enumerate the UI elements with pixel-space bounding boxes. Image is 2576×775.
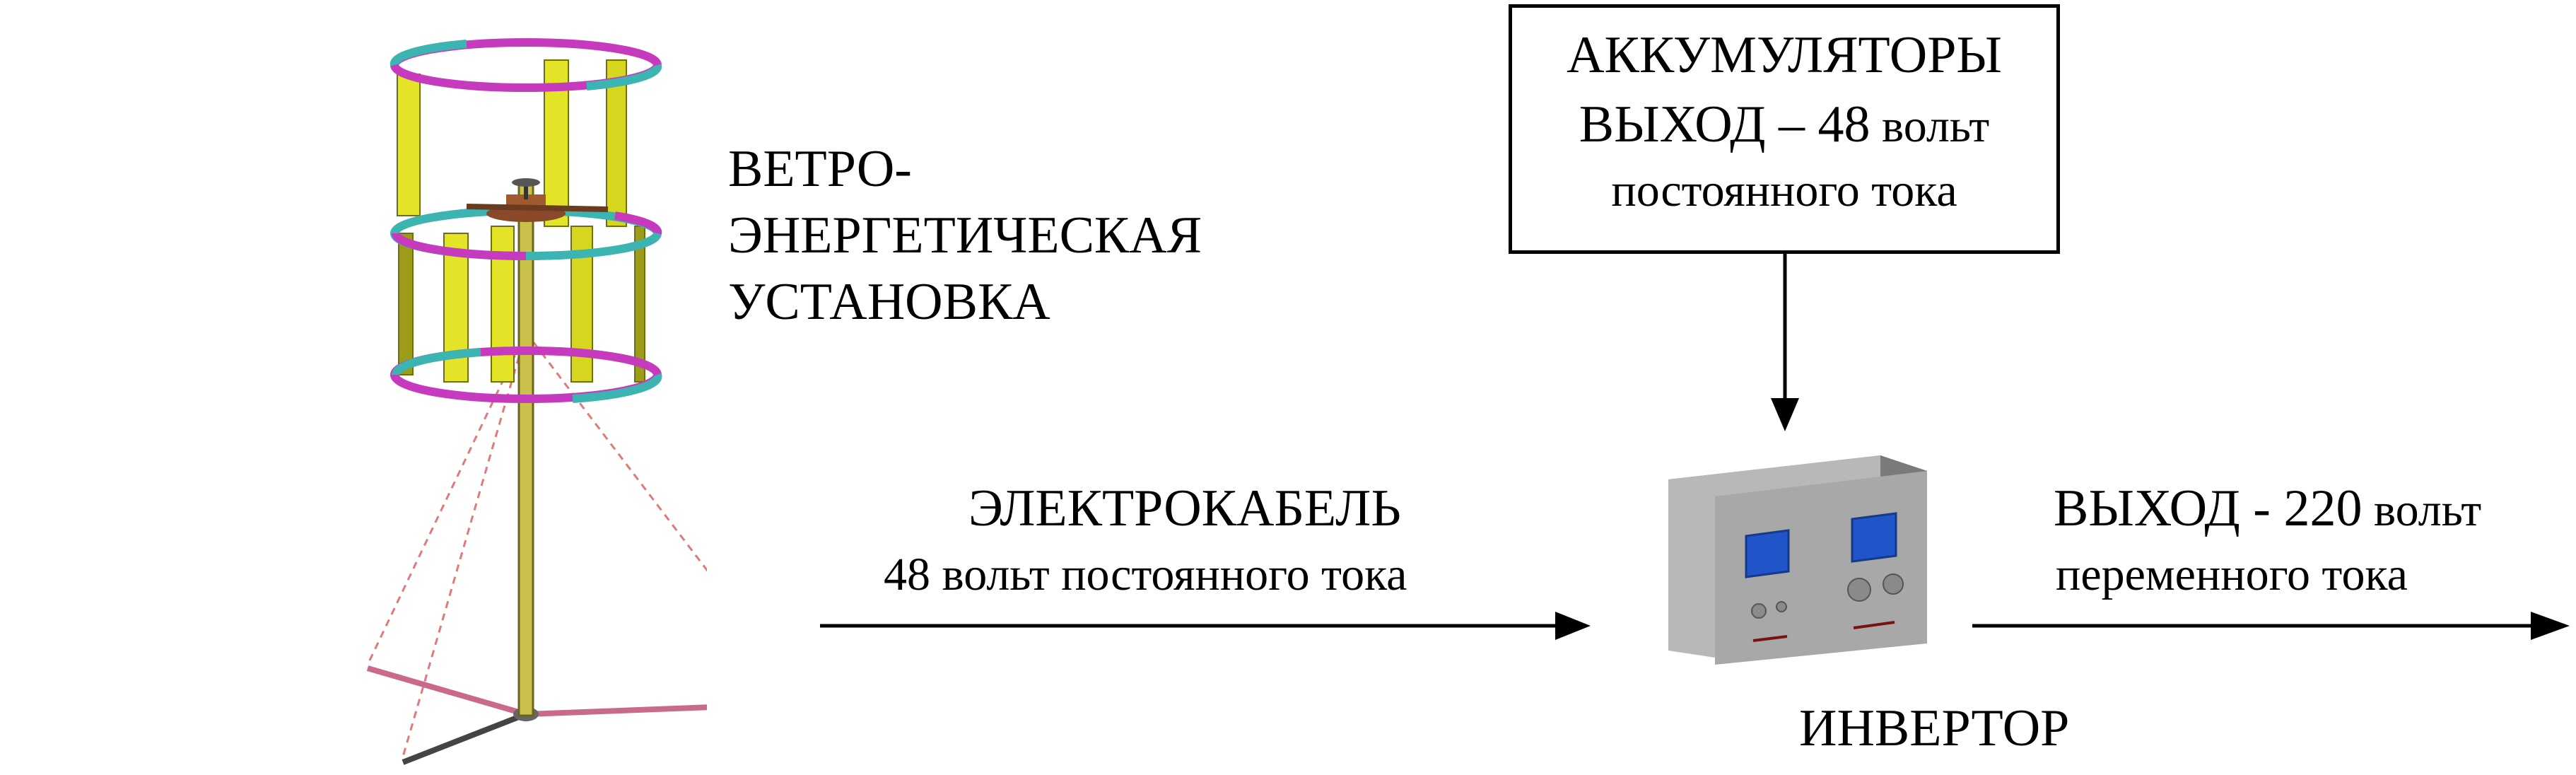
inverter-knob-1 — [1751, 603, 1767, 619]
turbine-mast — [517, 182, 534, 717]
inverter-slot-right — [1853, 621, 1895, 629]
output-voltage-value: ВЫХОД - 220 — [2054, 479, 2363, 537]
inverter-knob-4 — [1883, 573, 1904, 595]
battery-to-inverter-arrow — [1771, 253, 1799, 431]
turbine-label-line-3: УСТАНОВКА — [728, 273, 1050, 331]
batteries-output-unit: вольт — [1870, 100, 1990, 152]
batteries-output-line: ВЫХОД – 48 вольт — [1512, 98, 2056, 151]
batteries-current-type: постоянного тока — [1611, 165, 1957, 216]
inverter-knob-3 — [1847, 578, 1871, 602]
output-voltage-unit: вольт — [2362, 484, 2482, 536]
cable-arrow — [820, 612, 1591, 640]
turbine-label-line-1: ВЕТРО- — [728, 140, 912, 198]
batteries-box: АККУМУЛЯТОРЫ ВЫХОД – 48 вольт постоянног… — [1509, 4, 2060, 254]
inverter-screen-left — [1745, 529, 1790, 578]
wind-turbine-illustration — [366, 38, 707, 765]
cable-title: ЭЛЕКТРОКАБЕЛЬ — [968, 479, 1401, 537]
cable-description: 48 вольт постоянного тока — [884, 549, 1407, 600]
inverter-screen-right — [1851, 512, 1897, 563]
turbine-label-line-2: ЭНЕРГЕТИЧЕСКАЯ — [728, 206, 1202, 264]
inverter-label: ИНВЕРТОР — [1799, 699, 2070, 757]
batteries-output-value: ВЫХОД – 48 — [1579, 95, 1870, 153]
batteries-title: АККУМУЛЯТОРЫ — [1567, 26, 2002, 84]
inverter-illustration — [1668, 455, 1927, 665]
inverter-slot-left — [1752, 635, 1788, 642]
turbine-hub — [466, 178, 609, 222]
output-current-type: переменного тока — [2056, 549, 2408, 600]
output-line-1: ВЫХОД - 220 вольт — [2054, 482, 2481, 535]
tripod-base — [366, 665, 707, 765]
output-arrow — [1972, 612, 2570, 640]
inverter-knob-2 — [1776, 601, 1787, 612]
